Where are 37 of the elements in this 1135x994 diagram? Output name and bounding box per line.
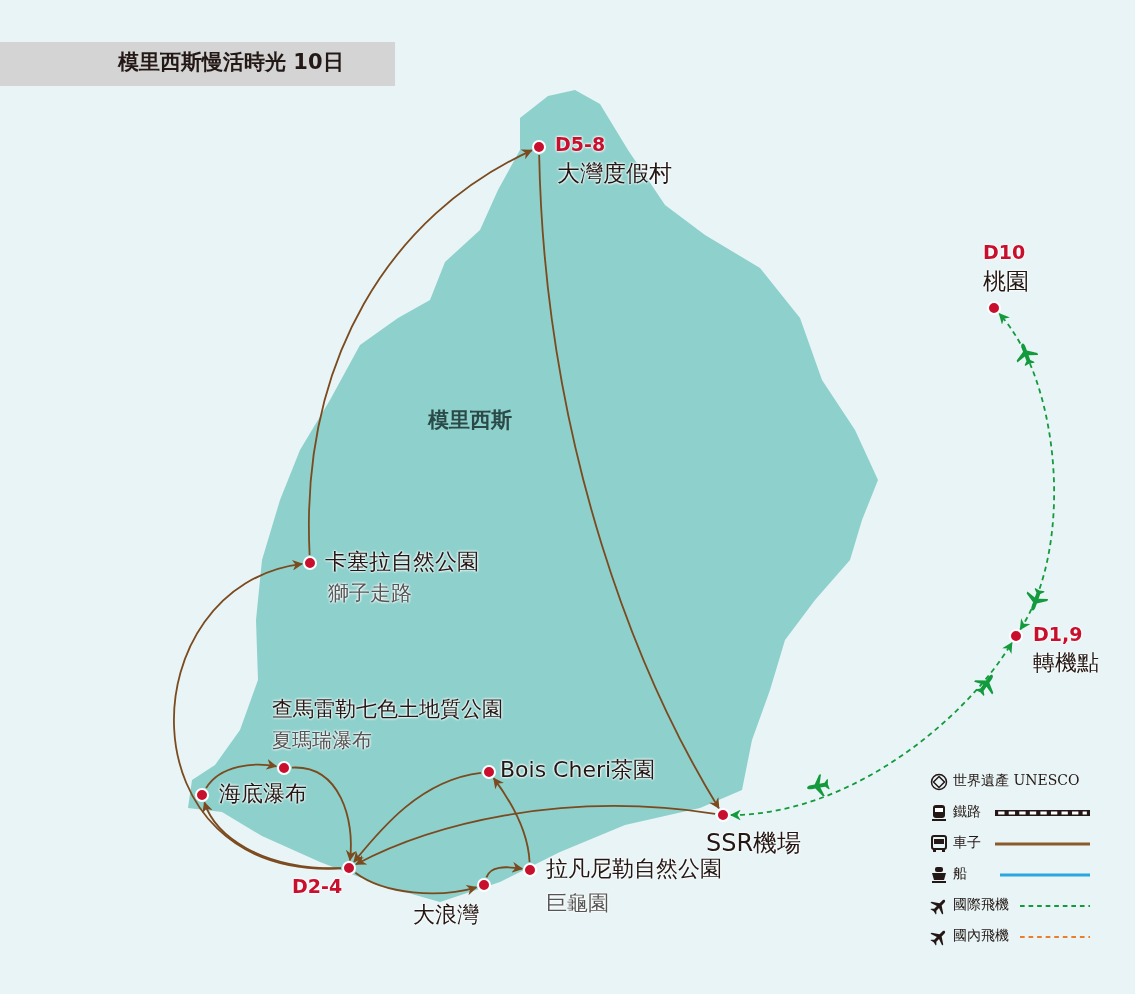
- route-arrow: [355, 805, 716, 866]
- flight-route-arrow: [729, 641, 1013, 820]
- place-name: 卡塞拉自然公園: [325, 549, 479, 575]
- route-arrow: [485, 862, 524, 879]
- legend-text: 車子: [953, 834, 981, 852]
- legend-text: 鐵路: [953, 803, 981, 821]
- route-arrow: [308, 149, 533, 556]
- place-name: 大浪灣: [413, 902, 479, 928]
- route-arrow: [354, 871, 478, 895]
- attraction-label: 夏瑪瑞瀑布: [272, 729, 372, 752]
- day-label: D10: [983, 242, 1026, 264]
- route-arrow: [203, 801, 342, 870]
- place-name: 拉凡尼勒自然公園: [546, 856, 722, 882]
- place-name: 海底瀑布: [219, 781, 307, 807]
- place-name: 查馬雷勒七色土地質公園: [272, 697, 503, 722]
- place-name: SSR機場: [706, 830, 802, 858]
- route-arrow: [538, 154, 720, 810]
- place-name: Bois Cheri茶園: [500, 757, 656, 783]
- flight-route-arrow: [998, 313, 1056, 631]
- title: 模里西斯慢活時光 10日: [118, 50, 344, 75]
- place-name: 桃園: [983, 268, 1029, 295]
- legend-text: 船: [953, 865, 967, 883]
- route-arrow: [205, 759, 278, 790]
- route-arrow: [291, 766, 357, 862]
- attraction-label: 獅子走路: [328, 581, 412, 606]
- day-label: D5-8: [555, 134, 606, 156]
- route-arrow: [353, 772, 482, 863]
- day-label: D2-4: [292, 876, 343, 898]
- legend-text: 國際飛機: [953, 896, 1009, 914]
- day-label: D1,9: [1033, 624, 1083, 646]
- route-arrow: [492, 777, 531, 863]
- legend-text: 國內飛機: [953, 927, 1009, 945]
- region-label: 模里西斯: [428, 408, 512, 433]
- place-name: 大灣度假村: [557, 160, 672, 187]
- place-name: 轉機點: [1033, 650, 1099, 676]
- legend-text: 世界遺產 UNESCO: [953, 772, 1080, 790]
- attraction-label: 巨龜園: [546, 891, 609, 916]
